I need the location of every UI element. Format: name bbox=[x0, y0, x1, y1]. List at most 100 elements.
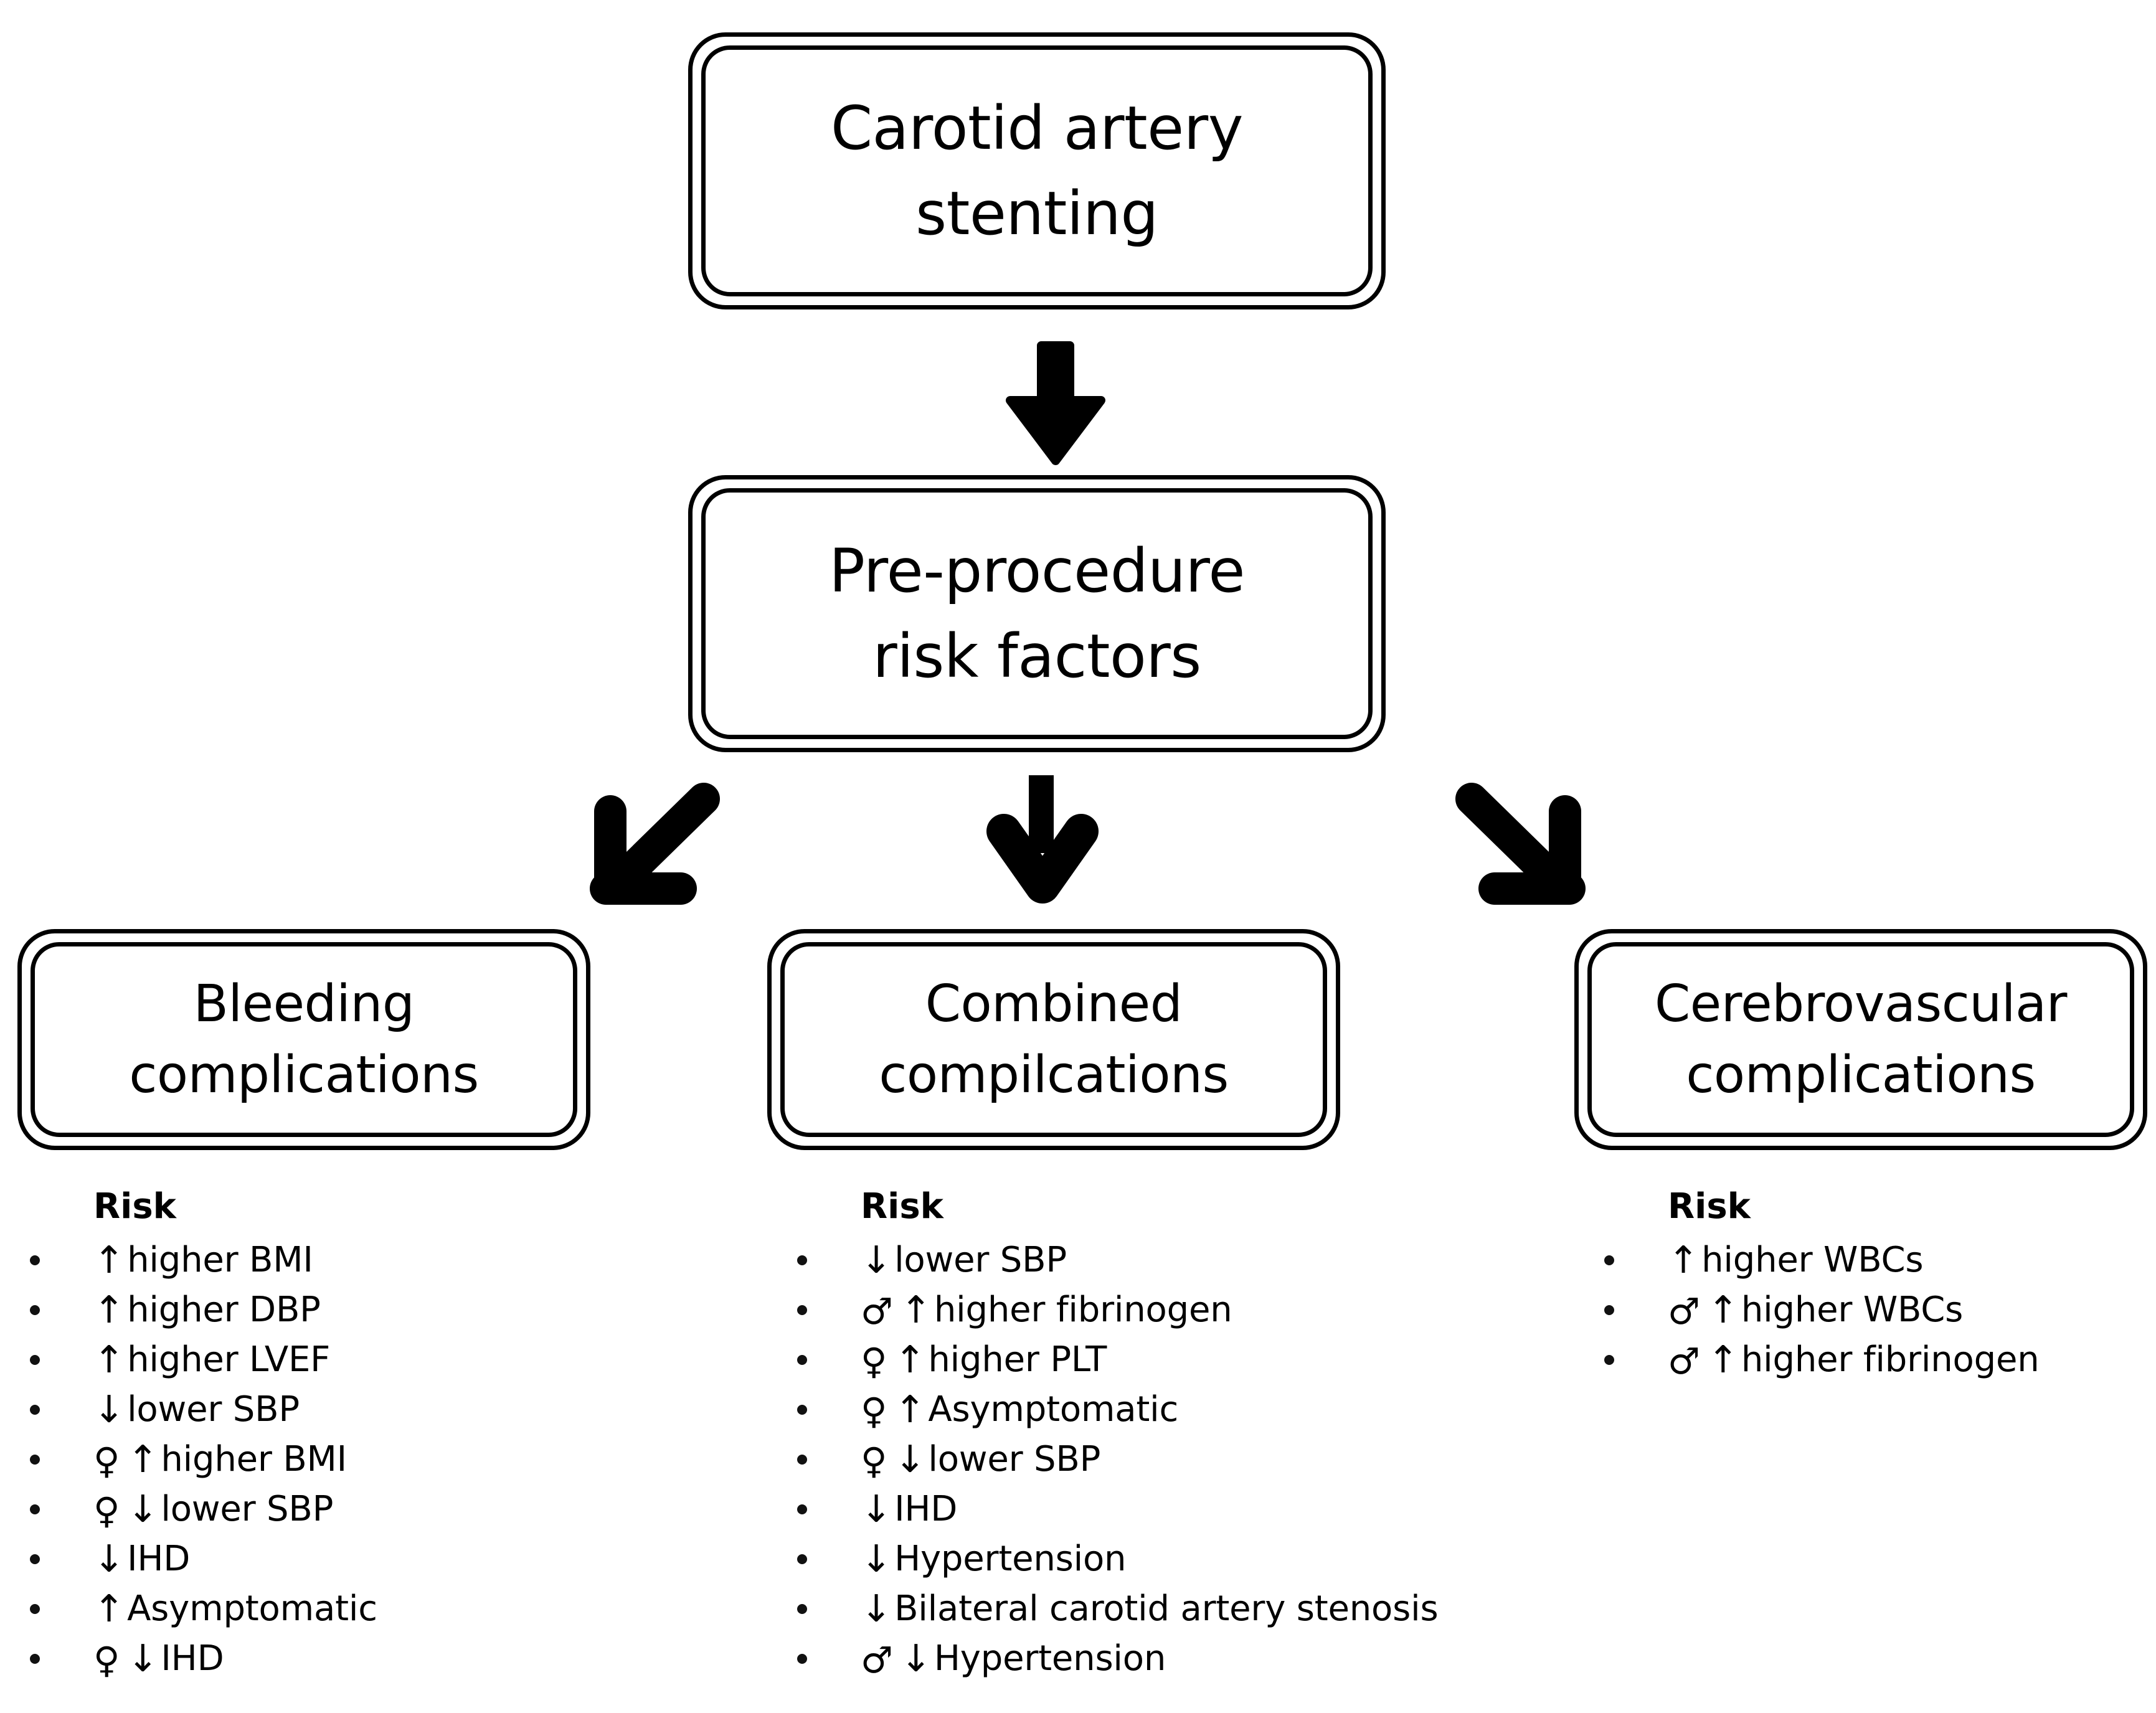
risk-item: ♂↑higher fibrinogen bbox=[767, 1285, 1577, 1335]
female-icon: ♀ bbox=[861, 1440, 887, 1482]
bullet-icon bbox=[30, 1455, 40, 1465]
risk-heading: Risk bbox=[861, 1186, 943, 1227]
risk-item: ↑higher LVEF bbox=[0, 1335, 735, 1385]
arrow-riskfactors-to-bleeding bbox=[570, 775, 732, 925]
bullet-icon bbox=[797, 1604, 807, 1614]
arrow-down-icon: ↓ bbox=[93, 1537, 125, 1581]
risk-item: ↓Bilateral carotid artery stenosis bbox=[767, 1584, 1577, 1634]
risk-item: ↓lower SBP bbox=[0, 1385, 735, 1435]
risk-item: ↑higher WBCs bbox=[1574, 1235, 2156, 1285]
node-inner-border: Carotid artery stenting bbox=[701, 45, 1373, 296]
arrow-down-icon: ↓ bbox=[861, 1587, 892, 1631]
arrow-down-icon: ↓ bbox=[900, 1637, 932, 1681]
risk-item: ↓IHD bbox=[0, 1534, 735, 1584]
risk-heading: Risk bbox=[93, 1186, 176, 1227]
risk-item-label: higher DBP bbox=[127, 1290, 321, 1330]
combined-complications-risks: Risk ↓lower SBP♂↑higher fibrinogen♀↑high… bbox=[767, 1186, 1577, 1684]
arrow-riskfactors-to-cerebrovascular bbox=[1448, 775, 1610, 925]
arrow-down-icon: ↓ bbox=[127, 1637, 159, 1681]
bullet-icon bbox=[797, 1554, 807, 1564]
bullet-icon bbox=[30, 1405, 40, 1415]
arrow-up-icon: ↑ bbox=[1707, 1288, 1739, 1332]
bullet-icon bbox=[1604, 1255, 1614, 1265]
risk-item-label: Asymptomatic bbox=[127, 1588, 377, 1629]
risk-item: ↑higher DBP bbox=[0, 1285, 735, 1335]
risk-list: ↑higher WBCs♂↑higher WBCs♂↑higher fibrin… bbox=[1574, 1235, 2156, 1385]
risk-item-label: Bilateral carotid artery stenosis bbox=[894, 1588, 1439, 1629]
risk-item: ↑higher BMI bbox=[0, 1235, 735, 1285]
risk-item: ↓IHD bbox=[767, 1484, 1577, 1534]
risk-item: ↑Asymptomatic bbox=[0, 1584, 735, 1634]
node-bleeding-complications: Bleeding complications bbox=[17, 929, 590, 1150]
arrow-up-icon: ↑ bbox=[93, 1587, 125, 1631]
risk-item: ↓Hypertension bbox=[767, 1534, 1577, 1584]
female-icon: ♀ bbox=[861, 1340, 887, 1382]
node-cerebrovascular-complications: Cerebrovascular complications bbox=[1574, 929, 2147, 1150]
risk-item-label: Asymptomatic bbox=[928, 1389, 1179, 1430]
male-icon: ♂ bbox=[861, 1639, 893, 1681]
risk-item-label: lower SBP bbox=[161, 1489, 334, 1529]
bullet-icon bbox=[30, 1554, 40, 1564]
bullet-icon bbox=[30, 1504, 40, 1514]
risk-item-label: higher LVEF bbox=[127, 1339, 331, 1380]
risk-item-label: lower SBP bbox=[894, 1240, 1067, 1280]
bullet-icon bbox=[1604, 1355, 1614, 1365]
risk-item-label: higher fibrinogen bbox=[1741, 1339, 2040, 1380]
node-pre-procedure-risk-factors: Pre-procedure risk factors bbox=[688, 475, 1386, 752]
arrow-down-icon: ↓ bbox=[93, 1388, 125, 1432]
cerebrovascular-complications-risks: Risk ↑higher WBCs♂↑higher WBCs♂↑higher f… bbox=[1574, 1186, 2156, 1385]
risk-item: ♀↓IHD bbox=[0, 1634, 735, 1684]
bullet-icon bbox=[797, 1255, 807, 1265]
risk-item: ♀↑higher PLT bbox=[767, 1335, 1577, 1385]
arrow-up-icon: ↑ bbox=[1707, 1338, 1739, 1382]
bullet-icon bbox=[1604, 1305, 1614, 1315]
arrow-up-icon: ↑ bbox=[894, 1338, 926, 1382]
node-label-cerebrovascular-complications: Cerebrovascular complications bbox=[1655, 974, 2068, 1105]
risk-item: ↓lower SBP bbox=[767, 1235, 1577, 1285]
arrow-up-icon: ↑ bbox=[127, 1438, 159, 1481]
female-icon: ♀ bbox=[93, 1489, 120, 1532]
risk-item-label: higher PLT bbox=[928, 1339, 1107, 1380]
bullet-icon bbox=[797, 1455, 807, 1465]
bullet-icon bbox=[797, 1654, 807, 1664]
female-icon: ♀ bbox=[93, 1440, 120, 1482]
risk-item: ♂↑higher fibrinogen bbox=[1574, 1335, 2156, 1385]
bullet-icon bbox=[797, 1504, 807, 1514]
risk-item-label: higher WBCs bbox=[1741, 1290, 1964, 1330]
bullet-icon bbox=[30, 1305, 40, 1315]
risk-item-label: lower SBP bbox=[127, 1389, 300, 1430]
risk-heading: Risk bbox=[1668, 1186, 1751, 1227]
female-icon: ♀ bbox=[861, 1390, 887, 1432]
arrow-down-icon: ↓ bbox=[861, 1488, 892, 1531]
bullet-icon bbox=[30, 1654, 40, 1664]
arrow-stenting-to-riskfactors bbox=[996, 341, 1121, 470]
node-inner-border: Cerebrovascular complications bbox=[1587, 942, 2134, 1137]
male-icon: ♂ bbox=[1668, 1290, 1700, 1333]
node-label-pre-procedure-risk-factors: Pre-procedure risk factors bbox=[829, 536, 1245, 691]
arrow-up-icon: ↑ bbox=[894, 1388, 926, 1432]
risk-item-label: Hypertension bbox=[934, 1638, 1166, 1679]
bullet-icon bbox=[797, 1305, 807, 1315]
bullet-icon bbox=[797, 1355, 807, 1365]
risk-item-label: higher fibrinogen bbox=[934, 1290, 1232, 1330]
risk-item-label: IHD bbox=[127, 1539, 191, 1579]
risk-item: ♀↓lower SBP bbox=[0, 1484, 735, 1534]
male-icon: ♂ bbox=[1668, 1340, 1700, 1382]
bullet-icon bbox=[30, 1604, 40, 1614]
node-label-carotid-artery-stenting: Carotid artery stenting bbox=[831, 93, 1244, 248]
arrow-down-icon: ↓ bbox=[861, 1537, 892, 1581]
risk-list: ↓lower SBP♂↑higher fibrinogen♀↑higher PL… bbox=[767, 1235, 1577, 1684]
arrow-up-icon: ↑ bbox=[93, 1239, 125, 1282]
risk-item-label: higher WBCs bbox=[1701, 1240, 1924, 1280]
risk-item: ♀↑Asymptomatic bbox=[767, 1385, 1577, 1435]
risk-item: ♂↓Hypertension bbox=[767, 1634, 1577, 1684]
arrow-riskfactors-to-combined bbox=[986, 775, 1102, 918]
risk-list: ↑higher BMI↑higher DBP↑higher LVEF↓lower… bbox=[0, 1235, 735, 1684]
arrow-up-icon: ↑ bbox=[900, 1288, 932, 1332]
node-combined-complications: Combined compilcations bbox=[767, 929, 1340, 1150]
bullet-icon bbox=[30, 1255, 40, 1265]
risk-item-label: lower SBP bbox=[928, 1439, 1101, 1479]
arrow-down-icon: ↓ bbox=[127, 1488, 159, 1531]
arrow-down-icon: ↓ bbox=[861, 1239, 892, 1282]
